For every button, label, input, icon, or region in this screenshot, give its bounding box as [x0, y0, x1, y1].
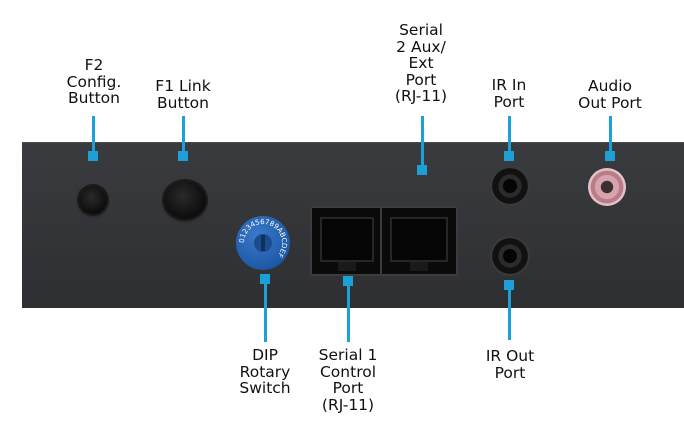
- serial1-callout-marker: [343, 276, 353, 286]
- ir-out-callout-marker: [504, 280, 514, 290]
- audio-callout-line: [609, 116, 612, 156]
- serial1-rj11-port[interactable]: [310, 206, 384, 276]
- serial2-port-socket: [390, 217, 448, 262]
- f1-callout-line: [182, 116, 185, 156]
- serial1-port-socket: [320, 217, 374, 262]
- serial1-callout-line: [347, 284, 350, 342]
- serial2-callout-marker: [417, 165, 427, 175]
- serial2-rj11-port[interactable]: [380, 206, 458, 276]
- ir-out-jack[interactable]: [490, 236, 530, 276]
- dip-rotary-switch[interactable]: 0123456789ABCDEF: [236, 216, 290, 270]
- audio-callout-marker: [605, 151, 615, 161]
- f1-link-button[interactable]: [164, 181, 206, 219]
- ir-out-callout-line: [508, 288, 511, 340]
- dip-rotary-dial: 0123456789ABCDEF: [238, 218, 288, 259]
- audio-out-jack[interactable]: [588, 168, 626, 206]
- dip-callout-line: [264, 282, 267, 342]
- f2-callout-line: [92, 116, 95, 156]
- ir-in-callout-line: [508, 116, 511, 156]
- ir-in-jack[interactable]: [490, 166, 530, 206]
- serial2-callout-line: [421, 116, 424, 170]
- ir-in-callout-marker: [504, 151, 514, 161]
- serial1-port-latch: [338, 262, 356, 271]
- f1-callout-marker: [178, 151, 188, 161]
- dip-callout-marker: [260, 274, 270, 284]
- serial2-port-latch: [410, 262, 428, 271]
- f2-config-button[interactable]: [79, 186, 107, 214]
- f2-callout-marker: [88, 151, 98, 161]
